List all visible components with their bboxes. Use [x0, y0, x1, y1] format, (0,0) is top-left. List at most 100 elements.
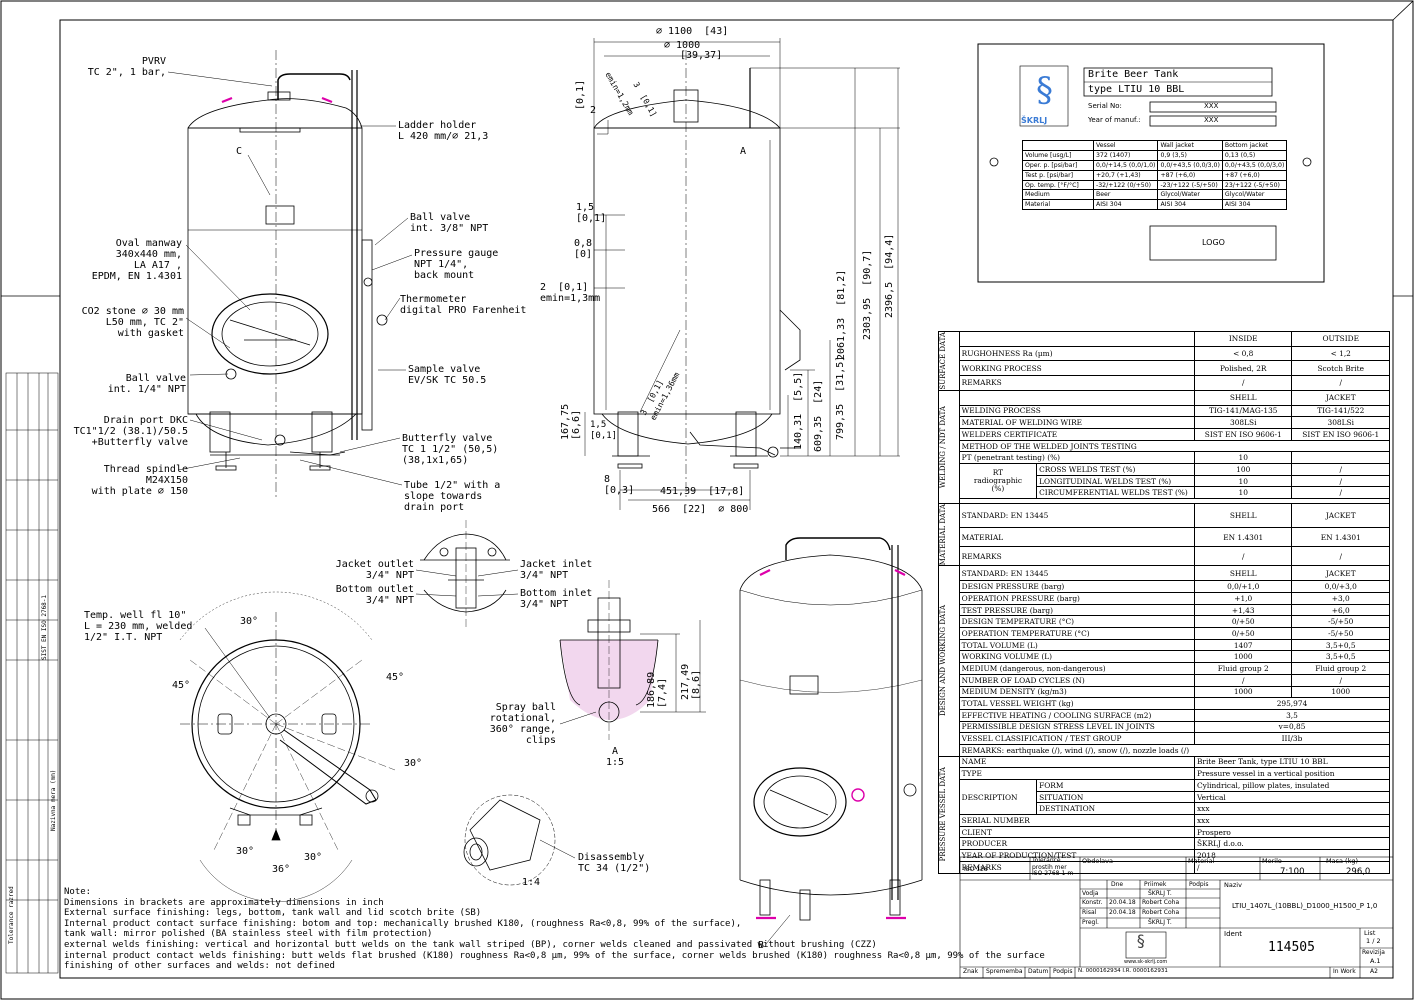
- section-design: DESIGN AND WORKING DATA: [939, 605, 947, 717]
- angle-30-right: 30°: [404, 758, 423, 769]
- tb-mass: 296,0: [1346, 867, 1371, 877]
- dim-bottom-15: 1,5 [0,1]: [590, 420, 618, 441]
- dim-inner-diameter: ∅ 1000: [664, 40, 701, 51]
- side-mark-a: A: [740, 146, 747, 157]
- angle-45-left: 45°: [172, 680, 191, 691]
- thread-spindle-callout: Thread spindle M24X150 with plate ∅ 150: [91, 464, 188, 497]
- tb-row-name: Robert Coha: [1142, 909, 1180, 916]
- tb-logo-icon: §: [1136, 931, 1146, 950]
- drawing-frame: [59, 19, 1394, 979]
- side-dimensions: [584, 38, 900, 510]
- tb-masa: Masa (kg): [1326, 857, 1358, 865]
- table-row: Volume [usg/L]372 (1407)0,9 (3,5)0,13 (0…: [1022, 149, 1288, 161]
- section-welding: WELDING / NDT DATA: [939, 405, 947, 488]
- table-row: REMARKS/: [939, 860, 1391, 874]
- spray-ball-callout: Spray ball rotational, 360° range, clips: [489, 702, 556, 746]
- drawing-notes: Note: Dimensions in brackets are approxi…: [64, 887, 1045, 972]
- disassembly-detail: [463, 794, 576, 886]
- tb-revizija-value: A.1: [1370, 957, 1381, 965]
- tb-list: List: [1364, 929, 1376, 937]
- tb-in-work: In Work: [1333, 968, 1356, 975]
- dim-width-566: 566 [22] ∅ 800: [652, 504, 749, 515]
- bottom-view: [179, 591, 396, 902]
- tube-callout: Tube 1/2" with a slope towards drain por…: [404, 480, 501, 513]
- tb-merilo: Merilo: [1262, 857, 1282, 865]
- table-row: Op. temp. [°F/°C]-32/+122 (0/+50)-23/+12…: [1022, 179, 1288, 191]
- angle-45-right: 45°: [386, 672, 405, 683]
- dim-height-799: 799,35 [31,5]: [835, 355, 846, 440]
- ball-valve-callout: Ball valve int. 3/8" NPT: [410, 212, 489, 234]
- angle-30-top: 30°: [240, 616, 259, 627]
- table-row: Oper. p. [psi/bar]0,0/+14,5 (0,0/1,0)0,0…: [1022, 159, 1288, 171]
- tb-obdelava: Obdelava: [1082, 857, 1113, 865]
- dim-wall-15: 1,5 [0,1]: [576, 202, 607, 224]
- table-row: PT (penetrant testing) (%)10: [939, 451, 1390, 465]
- table-row: TEST PRESSURE (barg)+1,43+6,0: [939, 603, 1390, 617]
- dim-spray-186: 186,89 [7,4]: [646, 671, 668, 708]
- nominal-size-label: Nazivna mera (mm): [50, 769, 57, 831]
- table-row: RT radiographic (%)CROSS WELDS TEST (%)1…: [939, 463, 1390, 500]
- serial-label: Serial No:: [1088, 102, 1122, 110]
- tb-row-name: ŠKRLJ T.: [1148, 890, 1172, 897]
- isometric-view: [739, 537, 923, 945]
- table-row: PERMISSIBLE DESIGN STRESS LEVEL IN JOINT…: [939, 720, 1391, 734]
- tb-col-dne: Dne: [1111, 881, 1124, 888]
- tb-row-date: 20.04.18: [1109, 899, 1136, 906]
- dim-outer-diameter: ∅ 1100 [43]: [656, 26, 729, 37]
- tb-row-name: ŠKRLJ T.: [1148, 919, 1172, 926]
- detail-a-label: A 1:5: [606, 746, 625, 768]
- table-row: NUMBER OF LOAD CYCLES (N)//: [939, 673, 1390, 687]
- dim-height-2396: 2396,5 [94,4]: [884, 233, 895, 318]
- dim-height-167: 167,75 [6,6]: [560, 403, 582, 440]
- dim-height-140: 140,31 [5,5]: [793, 371, 804, 450]
- tb-row-date: 20.04.18: [1109, 909, 1136, 916]
- co2-stone-callout: CO2 stone ∅ 30 mm L50 mm, TC 2" with gas…: [81, 306, 184, 339]
- temp-well-callout: Temp. well fl 10" L = 230 mm, welded 1/2…: [84, 610, 193, 643]
- tb-naziv-value: LTIU_1407L_(10BBL)_D1000_H1500_P 1,0: [1232, 902, 1378, 910]
- nameplate-table: Vessel Wall jacket Bottom jacket Volume …: [1022, 140, 1288, 211]
- tb-row-label: Risal: [1082, 909, 1097, 916]
- table-row: REMARKS//: [939, 374, 1390, 391]
- dim-height-2061: 2061,33 [81,2]: [836, 269, 847, 360]
- tb-material: Material: [1188, 857, 1215, 865]
- skrlj-logo-text: ŠKRLJ: [1021, 116, 1048, 125]
- dim-spray-217: 217,49 [8,6]: [680, 663, 702, 700]
- oval-manway-callout: Oval manway 340x440 mm, LA A17 , EPDM, E…: [91, 238, 182, 282]
- tank-side-view: [593, 50, 801, 500]
- tb-row-name: Robert Coha: [1142, 899, 1180, 906]
- angle-30-bottom-left: 30°: [236, 846, 255, 857]
- tolerance-strip: [5, 372, 59, 974]
- pvrv-callout: PVRV TC 2", 1 bar,: [87, 56, 166, 78]
- disassembly-scale: 1:4: [522, 877, 541, 888]
- corner-mark: [1392, 0, 1414, 21]
- table-row: REMARKS: earthquake (/), wind (/), snow …: [939, 743, 1391, 757]
- dim-top-2: 2: [590, 105, 597, 116]
- section-vessel: PRESSURE VESSEL DATA: [939, 767, 947, 862]
- tb-col-podpis: Podpis: [1189, 881, 1209, 888]
- ball-valve-low-callout: Ball valve int. 1/4" NPT: [107, 373, 186, 395]
- nameplate-frame: [977, 43, 1325, 283]
- table-row: METHOD OF THE WELDED JOINTS TESTING: [939, 439, 1391, 453]
- disassembly-callout: Disassembly TC 34 (1/2"): [578, 852, 651, 874]
- tb-znak: Znak: [963, 968, 979, 975]
- angle-30-bottom-right: 30°: [304, 852, 323, 863]
- pressure-gauge-callout: Pressure gauge NPT 1/4", back mount: [414, 248, 499, 281]
- bottom-inlet-callout: Bottom inlet 3/4" NPT: [520, 588, 593, 610]
